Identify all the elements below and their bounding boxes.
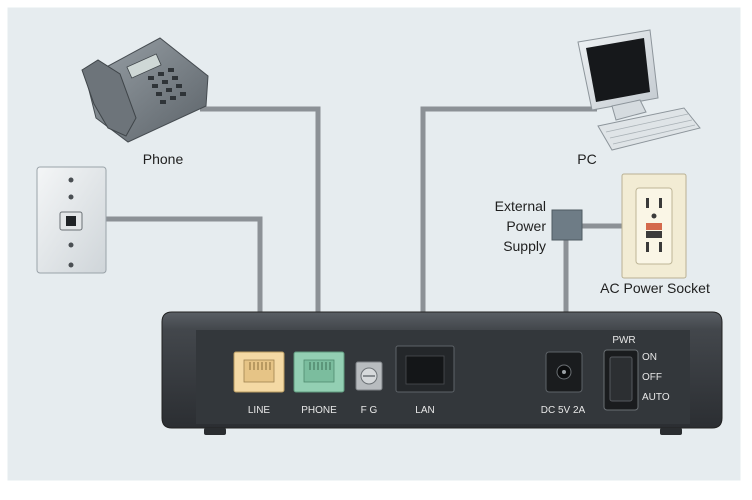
power-supply-box bbox=[551, 209, 583, 241]
pwr-switch-option-on: ON bbox=[642, 352, 657, 363]
monitor-stand bbox=[611, 99, 647, 121]
phone-port-label: PHONE bbox=[301, 405, 337, 416]
lan-port-hole bbox=[405, 355, 445, 385]
plate-screw bbox=[68, 177, 74, 183]
modem-foot bbox=[204, 428, 226, 435]
dc-power-jack-label: DC 5V 2A bbox=[541, 405, 586, 416]
phone-port-pins bbox=[309, 362, 331, 370]
keyboard bbox=[597, 107, 701, 151]
pwr-switch-rocker bbox=[609, 356, 633, 402]
line-port-pins bbox=[249, 362, 271, 370]
phone-cable bbox=[200, 106, 321, 358]
pwr-switch-option-auto: AUTO bbox=[642, 392, 670, 403]
socket-slot bbox=[646, 242, 649, 252]
pwr-switch-option-off: OFF bbox=[642, 372, 662, 383]
socket-slot bbox=[659, 242, 662, 252]
monitor-screen bbox=[586, 38, 650, 102]
power-supply-label-line3: Supply bbox=[503, 238, 546, 254]
power-supply-label-line2: Power bbox=[506, 218, 546, 234]
socket-slot bbox=[659, 198, 662, 208]
socket-slot bbox=[646, 198, 649, 208]
modem-foot bbox=[660, 428, 682, 435]
power-supply-label-line1: External bbox=[495, 198, 546, 214]
wall-jack-hole bbox=[66, 216, 76, 226]
lan-port-label: LAN bbox=[415, 405, 434, 416]
pc-label: PC bbox=[577, 151, 596, 167]
phone-device bbox=[81, 37, 209, 143]
ac-socket bbox=[621, 173, 687, 279]
lan-cable bbox=[420, 106, 597, 358]
phone-label: Phone bbox=[143, 151, 184, 167]
keyboard-keys bbox=[605, 113, 696, 145]
modem: LINE PHONE F G LAN DC 5V 2A PWR ON OFF A… bbox=[161, 311, 723, 435]
line-port-label: LINE bbox=[248, 405, 271, 416]
plate-screw bbox=[68, 194, 74, 200]
phone-display bbox=[126, 53, 162, 79]
socket-ground bbox=[651, 213, 657, 219]
socket-reset-button bbox=[646, 231, 662, 238]
wall-jack bbox=[36, 166, 107, 274]
pc-device bbox=[577, 29, 701, 151]
plate-screw bbox=[68, 262, 74, 268]
fg-terminal-label: F G bbox=[361, 405, 378, 416]
phone-keypad bbox=[148, 68, 186, 104]
phone-handset bbox=[81, 59, 137, 137]
dc-power-jack-pin bbox=[562, 370, 566, 374]
plate-screw bbox=[68, 242, 74, 248]
pwr-switch-label: PWR bbox=[612, 335, 635, 346]
ac-socket-label: AC Power Socket bbox=[600, 280, 710, 296]
socket-test-button bbox=[646, 223, 662, 230]
